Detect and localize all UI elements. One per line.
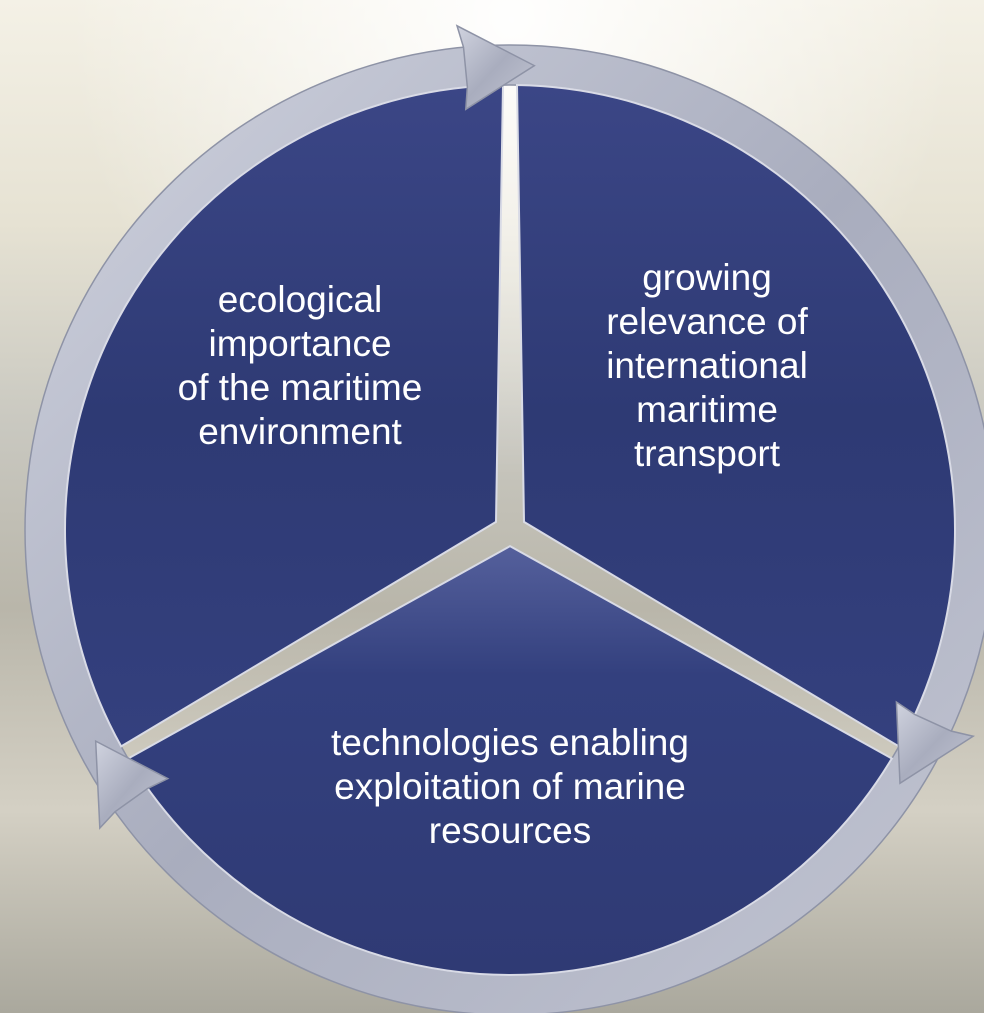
segment-label-line: international: [606, 345, 808, 386]
segment-label-line: technologies enabling: [331, 722, 689, 763]
segment-label-line: exploitation of marine: [334, 766, 686, 807]
segment-ecological: [64, 84, 505, 748]
segment-label-line: maritime: [636, 389, 778, 430]
segment-label-line: of the maritime: [178, 367, 423, 408]
segment-label-line: growing: [642, 257, 772, 298]
arrow-top-icon: [455, 24, 536, 111]
cycle-arrows: [94, 24, 976, 830]
segment-label-line: ecological: [218, 279, 383, 320]
arrow-right-icon: [895, 700, 976, 785]
segment-technologies: [126, 545, 894, 976]
segment-label-line: environment: [198, 411, 402, 452]
segment-label-line: relevance of: [606, 301, 808, 342]
cycle-segments: [64, 84, 956, 976]
segment-label-line: importance: [208, 323, 391, 364]
segment-label-line: resources: [429, 810, 591, 851]
segment-label-line: transport: [634, 433, 781, 474]
segment-transport: [515, 84, 956, 748]
arrow-left-icon: [94, 739, 170, 830]
